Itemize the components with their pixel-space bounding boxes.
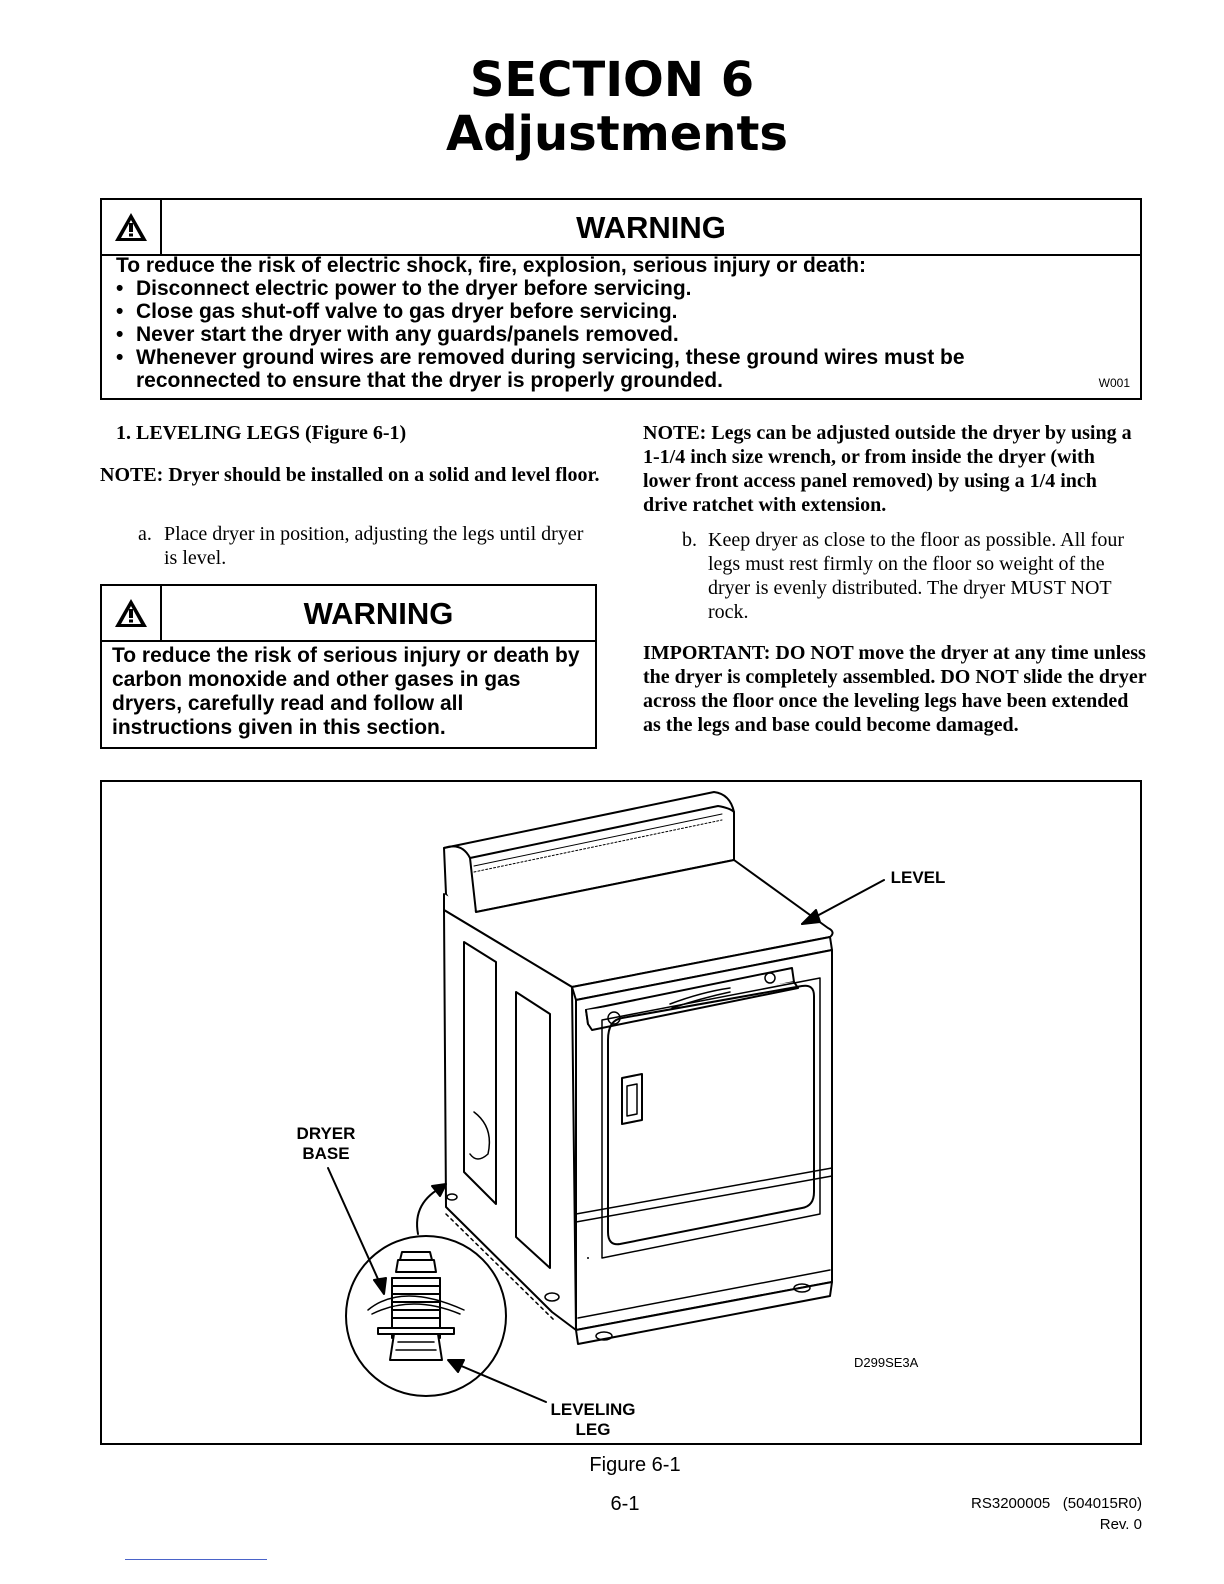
label-level: LEVEL xyxy=(890,868,946,887)
warning-item: Never start the dryer with any guards/pa… xyxy=(116,323,1016,346)
warning-title: WARNING xyxy=(576,210,726,245)
warning-triangle-icon xyxy=(115,599,147,627)
important-note: IMPORTANT: DO NOT move the dryer at any … xyxy=(643,642,1147,736)
section-subtitle: Adjustments xyxy=(446,106,788,162)
document-number: RS3200005 (504015R0) xyxy=(971,1495,1142,1512)
step-heading: 1. LEVELING LEGS (Figure 6-1) xyxy=(116,422,407,444)
warning-header: WARNING xyxy=(102,586,595,642)
warning-item: Disconnect electric power to the dryer b… xyxy=(116,277,1016,300)
warning-item: Whenever ground wires are removed during… xyxy=(116,346,1016,392)
warning-box-main: WARNING To reduce the risk of electric s… xyxy=(100,198,1142,400)
warning-icon-cell xyxy=(102,586,162,640)
warning-list: Disconnect electric power to the dryer b… xyxy=(116,277,1016,392)
warning-box-gas: WARNING To reduce the risk of serious in… xyxy=(100,584,597,749)
step-a-label: a. xyxy=(138,523,152,545)
label-dryer-base-line2: BASE xyxy=(302,1144,350,1163)
figure-box: LEVEL DRYER BASE LEVELING LEG D299SE3A xyxy=(100,780,1142,1445)
drawing-code: D299SE3A xyxy=(854,1355,919,1370)
label-leveling-leg-line1: LEVELING xyxy=(550,1400,636,1419)
step-a-text: Place dryer in position, adjusting the l… xyxy=(164,523,584,569)
dryer-illustration xyxy=(327,791,885,1403)
warning-code: W001 xyxy=(1098,376,1130,390)
note-level-floor: NOTE: Dryer should be installed on a sol… xyxy=(100,464,600,486)
warning-intro: To reduce the risk of electric shock, fi… xyxy=(116,254,866,277)
bottom-rule xyxy=(125,1559,267,1560)
figure-caption: Figure 6-1 xyxy=(589,1454,681,1476)
warning-item: Close gas shut-off valve to gas dryer be… xyxy=(116,300,1016,323)
document-revision: Rev. 0 xyxy=(1099,1516,1142,1533)
warning-icon-cell xyxy=(102,200,162,254)
warning-gas-text: To reduce the risk of serious injury or … xyxy=(112,644,580,739)
warning-title: WARNING xyxy=(303,596,454,631)
page-number: 6-1 xyxy=(610,1493,640,1515)
note-wrench: NOTE: Legs can be adjusted outside the d… xyxy=(643,422,1132,516)
warning-triangle-icon xyxy=(115,213,147,241)
label-leveling-leg-line2: LEG xyxy=(575,1420,611,1439)
section-title: SECTION 6 xyxy=(469,52,755,108)
warning-header: WARNING xyxy=(102,200,1140,256)
step-b-label: b. xyxy=(682,529,697,551)
label-dryer-base-line1: DRYER xyxy=(296,1124,356,1143)
step-b-text: Keep dryer as close to the floor as poss… xyxy=(708,529,1125,623)
